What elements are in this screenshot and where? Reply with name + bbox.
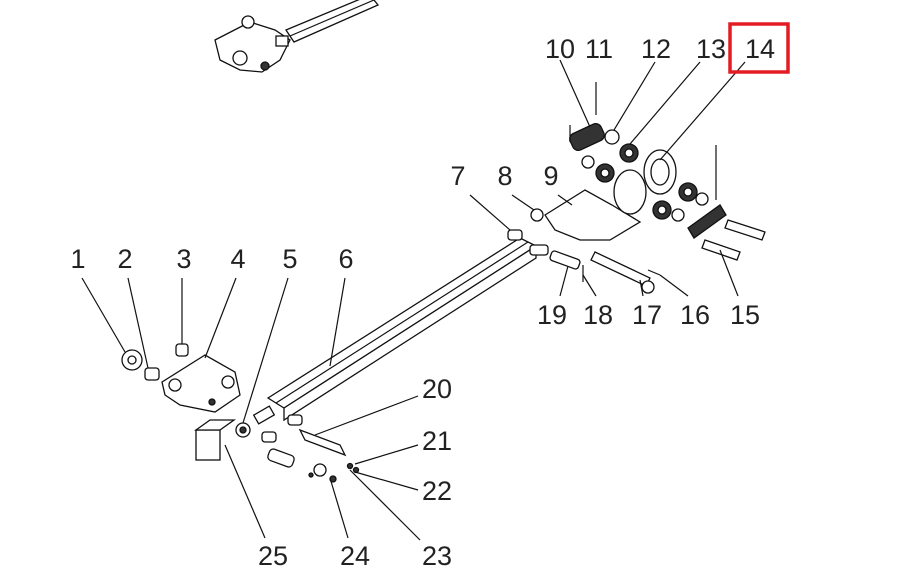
part-label-16: 16 (680, 300, 710, 330)
part-label-22: 22 (422, 476, 452, 506)
part-label-23: 23 (422, 541, 452, 571)
part-label-15: 15 (730, 300, 760, 330)
part-label-21: 21 (422, 426, 452, 456)
highlight-box (728, 22, 790, 74)
part-label-11: 11 (585, 34, 613, 64)
part-label-4: 4 (230, 244, 245, 274)
part-label-8: 8 (497, 161, 512, 191)
part-label-19: 19 (537, 300, 567, 330)
part-label-2: 2 (117, 244, 132, 274)
leader-lines (81, 59, 746, 541)
part-label-10: 10 (545, 34, 575, 64)
upper-arm-assembly (214, 0, 380, 73)
part-label-12: 12 (641, 34, 671, 64)
part-label-17: 17 (632, 300, 662, 330)
part-label-24: 24 (340, 541, 370, 571)
part-label-25: 25 (258, 541, 288, 571)
part-label-20: 20 (422, 374, 452, 404)
part-label-3: 3 (176, 244, 191, 274)
main-beam (266, 237, 538, 422)
part-label-13: 13 (696, 34, 726, 64)
right-roller-assembly (507, 82, 766, 294)
part-label-9: 9 (543, 161, 558, 191)
left-bracket-assembly (121, 343, 360, 483)
part-label-5: 5 (282, 244, 297, 274)
part-label-7: 7 (450, 161, 465, 191)
part-label-18: 18 (583, 300, 613, 330)
part-label-1: 1 (70, 244, 85, 274)
part-labels: 1 2 3 4 5 6 7 8 9 10 11 12 13 14 15 16 1… (70, 34, 775, 571)
part-label-6: 6 (338, 244, 353, 274)
part-label-14: 14 (745, 34, 775, 64)
